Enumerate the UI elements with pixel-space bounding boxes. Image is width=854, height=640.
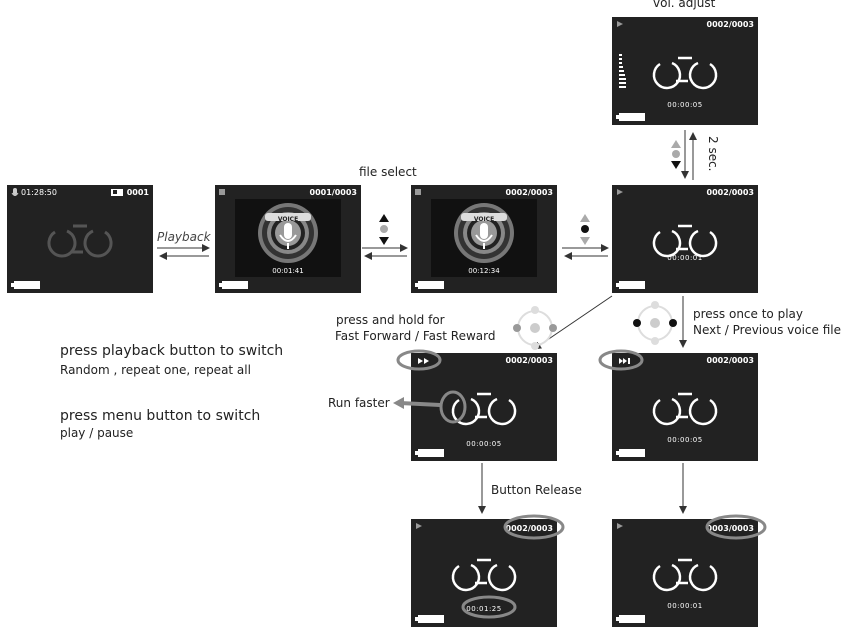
file2-time: 00:12:34 (468, 267, 500, 275)
run-faster-label: Run faster (328, 396, 390, 410)
play-icon (617, 189, 623, 195)
play-time: 00:00:01 (667, 254, 703, 262)
home-screen: 01:28:50 0001 (7, 185, 153, 293)
reel-icon (652, 224, 718, 258)
ff-line2: Fast Forward / Fast Reward (335, 329, 496, 343)
next-result-time: 00:00:01 (667, 602, 703, 610)
card-icon (111, 189, 123, 196)
battery-icon (219, 281, 248, 289)
battery-icon (11, 281, 40, 289)
counter-highlight (503, 514, 565, 540)
nav-pad-icon (513, 306, 557, 350)
playback-note-title: press playback button to switch (60, 343, 284, 359)
home-clock: 01:28:50 (21, 188, 57, 197)
release-counter: 0002/0003 (505, 524, 553, 533)
voice-mic-icon (258, 203, 318, 263)
file1-counter: 0001/0003 (309, 188, 357, 197)
ff-counter: 0002/0003 (505, 356, 553, 365)
volume-bar-icon (619, 54, 626, 88)
release-time: 00:01:25 (466, 605, 502, 613)
play-icon (416, 523, 422, 529)
button-release-label: Button Release (491, 483, 582, 497)
skip-next-icon (619, 358, 630, 364)
play-screen: 0002/0003 00:00:01 (612, 185, 758, 293)
battery-icon (616, 281, 645, 289)
stop-icon (415, 189, 421, 195)
reel-icon (451, 392, 517, 426)
battery-icon (616, 615, 645, 623)
home-counter: 0001 (126, 188, 149, 197)
play-counter: 0002/0003 (706, 188, 754, 197)
file1-screen: 0001/0003 VOICE 00:01:41 (215, 185, 361, 293)
vol-adjust-label: vol. adjust (653, 0, 716, 10)
voice-file-thumbnail: VOICE 00:01:41 (235, 199, 341, 277)
file1-time: 00:01:41 (272, 267, 304, 275)
next-icon-highlight (598, 349, 644, 371)
mic-icon (11, 188, 19, 196)
reel-icon (652, 56, 718, 90)
stop-icon (219, 189, 225, 195)
voice-word: VOICE (473, 216, 495, 223)
play-icon (617, 523, 623, 529)
playback-note-options: Random , repeat one, repeat all (60, 363, 251, 377)
next-line2: Next / Previous voice file (693, 323, 842, 337)
battery-icon (415, 615, 444, 623)
voice-mic-icon (454, 203, 514, 263)
reel-icon (47, 224, 113, 258)
fast-forward-icon (418, 358, 429, 364)
time-highlight (461, 595, 517, 619)
ff-icon-highlight (396, 349, 442, 371)
ff-time: 00:00:05 (466, 440, 502, 448)
reel-icon (652, 392, 718, 426)
file2-screen: 0002/0003 VOICE 00:12:34 (411, 185, 557, 293)
battery-icon (415, 449, 444, 457)
ff-screen: 0002/0003 00:00:05 (411, 353, 557, 461)
ff-line1: press and hold for (336, 313, 445, 327)
play-icon (617, 21, 623, 27)
reel-icon (652, 558, 718, 592)
file-select-label: file select (359, 165, 417, 179)
nav-pad-icon (633, 301, 677, 345)
reel-icon (451, 558, 517, 592)
vol-time: 00:00:05 (667, 101, 703, 109)
vol-counter: 0002/0003 (706, 20, 754, 29)
run-faster-arrow (399, 401, 441, 407)
battery-icon (415, 281, 444, 289)
next-result-counter: 0003/0003 (706, 524, 754, 533)
vol-pad-icon (671, 140, 681, 169)
next-time: 00:00:05 (667, 436, 703, 444)
next-line1: press once to play (693, 307, 803, 321)
menu-note-title: press menu button to switch (60, 408, 261, 424)
playback-label: Playback (157, 230, 211, 244)
up-down-pad-icon (580, 214, 590, 245)
reel-highlight (439, 390, 467, 424)
next-counter-highlight (705, 514, 767, 540)
next-counter: 0002/0003 (706, 356, 754, 365)
up-down-pad-icon (379, 214, 389, 245)
file2-counter: 0002/0003 (505, 188, 553, 197)
battery-icon (616, 449, 645, 457)
vol-screen: 0002/0003 00:00:05 (612, 17, 758, 125)
voice-word: VOICE (277, 216, 299, 223)
battery-icon (616, 113, 645, 121)
voice-file-thumbnail: VOICE 00:12:34 (431, 199, 537, 277)
menu-note-options: play / pause (60, 426, 134, 440)
next-screen: 0002/0003 00:00:05 (612, 353, 758, 461)
